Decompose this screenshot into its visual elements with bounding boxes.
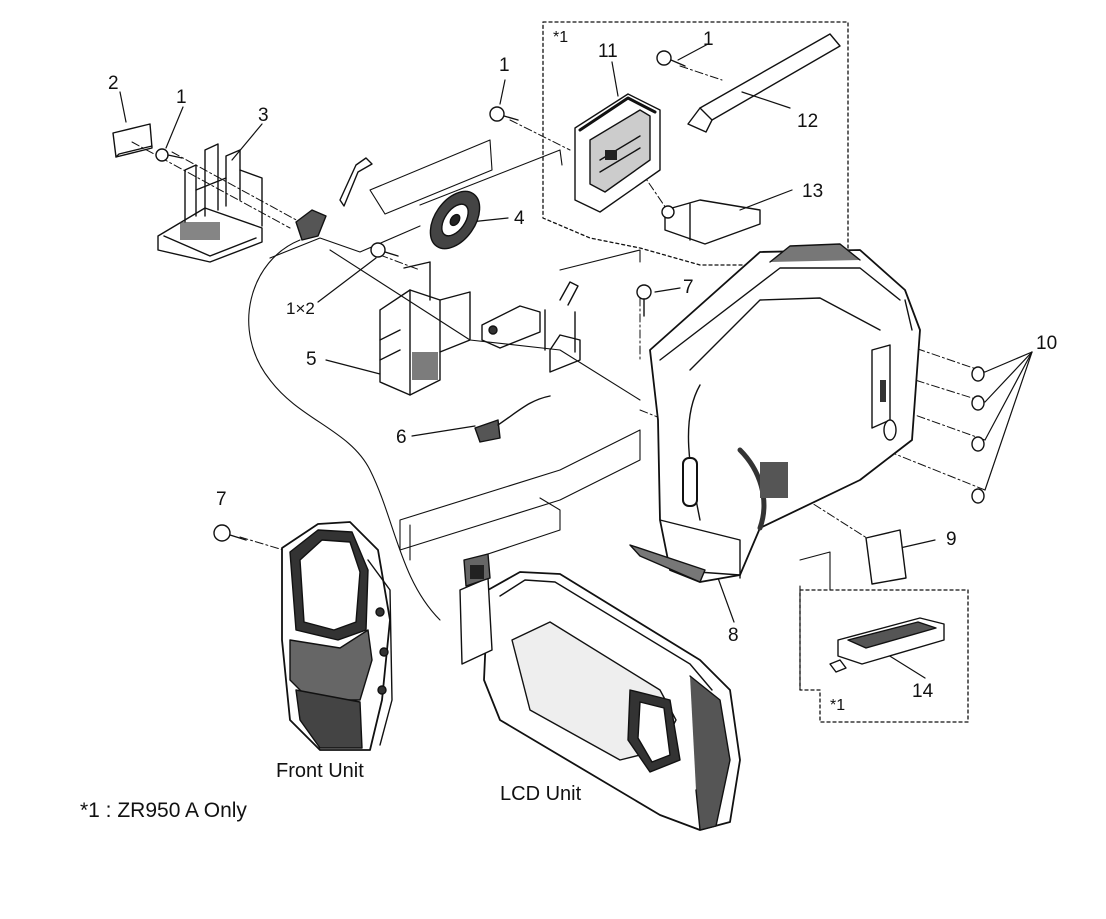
- callout-14: 14: [912, 681, 934, 702]
- assembly-axes: [131, 65, 986, 553]
- screw-1-mid: [489, 106, 519, 122]
- lcd-unit: [459, 553, 741, 831]
- switch-assembly: [481, 281, 581, 373]
- screw-1-top: [656, 50, 686, 67]
- option-mark-top: *1: [553, 29, 569, 46]
- hook-parts: [295, 157, 373, 241]
- callout-9: 9: [946, 529, 957, 550]
- callout-11: 11: [598, 41, 618, 62]
- callout-12: 12: [797, 111, 819, 132]
- caption-front-unit: Front Unit: [276, 760, 364, 782]
- footnote: *1 : ZR950 A Only: [80, 799, 247, 822]
- screw-1-left: [155, 148, 183, 162]
- callout-5: 5: [306, 349, 317, 370]
- part-9-cover: [865, 529, 907, 585]
- part-5-mechanism: [379, 261, 471, 396]
- part-3-bracket: [157, 143, 263, 263]
- caption-lcd-unit: LCD Unit: [500, 783, 582, 805]
- callout-7-left: 7: [216, 489, 227, 510]
- callout-10: 10: [1036, 333, 1058, 354]
- screw-7-left: [213, 524, 247, 542]
- part-10-caps: [971, 366, 985, 504]
- part-8-housing: [629, 243, 921, 583]
- screw-7-top: [636, 284, 652, 317]
- part-2-pad: [112, 123, 153, 158]
- part-4-gear: [429, 190, 481, 250]
- option-mark-bottom: *1: [830, 697, 846, 714]
- callout-13: 13: [802, 181, 824, 202]
- part-11-board: [574, 93, 661, 213]
- callout-1-top: 1: [703, 29, 714, 50]
- front-unit: [281, 521, 393, 751]
- callout-6: 6: [396, 427, 407, 448]
- callout-1-mid: 1: [499, 55, 510, 76]
- callout-1-left: 1: [176, 87, 187, 108]
- part-13-bracket: [661, 199, 761, 245]
- part-14-tray: [829, 617, 945, 673]
- leader-lines: [119, 43, 1033, 679]
- callout-8: 8: [728, 625, 739, 646]
- screw-1x2: [370, 242, 399, 258]
- option-box-top: [542, 21, 849, 266]
- callout-7-top: 7: [683, 277, 694, 298]
- callout-1x2: 1×2: [286, 299, 315, 318]
- callout-2: 2: [108, 73, 119, 94]
- callout-3: 3: [258, 105, 269, 126]
- connection-lines: [248, 139, 831, 691]
- callout-4: 4: [514, 208, 525, 229]
- part-6-connector: [474, 395, 551, 443]
- part-12-flex-cable: [687, 33, 841, 133]
